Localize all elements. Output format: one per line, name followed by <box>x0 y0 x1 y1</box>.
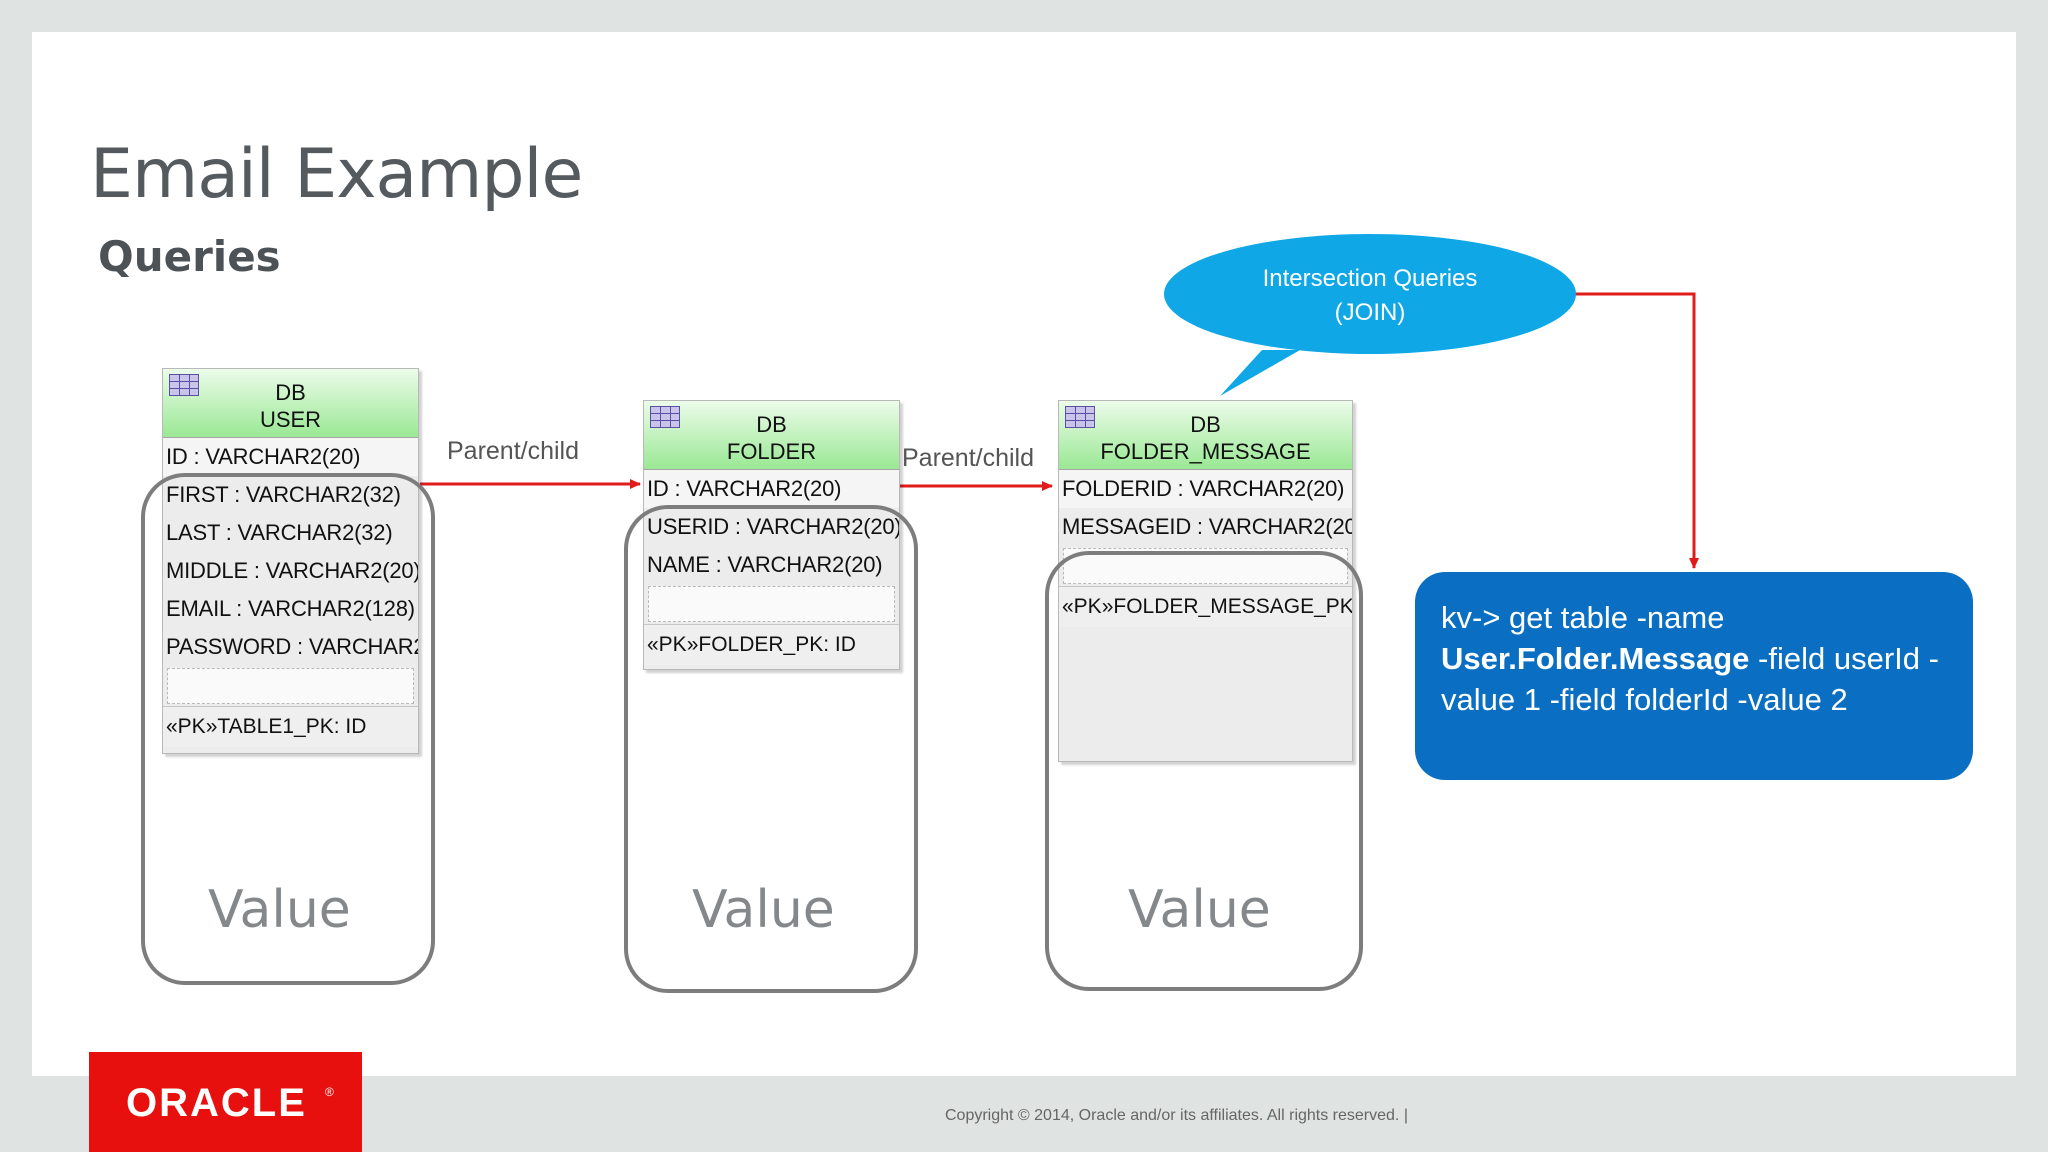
value-outline-folder <box>624 505 918 993</box>
table-user-column: PASSWORD : VARCHAR2 <box>166 634 418 659</box>
value-outline-folder-message <box>1045 551 1363 991</box>
table-user-name: USER <box>259 407 322 432</box>
arrow-callout-to-command <box>1570 292 1699 569</box>
command-prefix: kv-> get table -name <box>1441 600 1725 635</box>
table-user-column: FIRST : VARCHAR2(32) <box>166 482 401 507</box>
value-label-folder-message: Value <box>1128 880 1271 940</box>
table-user-header: DB USER <box>163 369 418 438</box>
intersection-callout-bubble <box>1164 234 1576 396</box>
table-user-pk: «PK»TABLE1_PK: ID <box>163 706 418 747</box>
table-grid-icon <box>169 374 199 396</box>
callout-line-2: (JOIN) <box>1334 299 1406 326</box>
value-outline-user <box>141 473 435 985</box>
callout-line-1: Intersection Queries <box>1262 265 1478 292</box>
table-user-column: EMAIL : VARCHAR2(128) <box>166 596 415 621</box>
table-folder-header: DB FOLDER <box>644 401 899 470</box>
table-folder-message-header: DB FOLDER_MESSAGE <box>1059 401 1352 470</box>
slide-subtitle: Queries <box>98 232 281 281</box>
table-user-schema: DB <box>275 380 306 405</box>
oracle-logo-text: ORACLE <box>126 1081 307 1125</box>
value-label-user: Value <box>208 880 351 940</box>
table-folder-schema: DB <box>756 412 787 437</box>
table-grid-icon <box>650 406 680 428</box>
table-folder-column: NAME : VARCHAR2(20) <box>647 552 883 577</box>
table-folder-message-pk: «PK»FOLDER_MESSAGE_PK <box>1059 586 1352 627</box>
table-folder-message-schema: DB <box>1190 412 1221 437</box>
table-folder-column: USERID : VARCHAR2(20) <box>647 514 899 539</box>
table-grid-icon <box>1065 406 1095 428</box>
table-folder-message-name: FOLDER_MESSAGE <box>1100 439 1311 464</box>
table-folder-message-column: MESSAGEID : VARCHAR2(20) <box>1062 514 1352 539</box>
table-user: DB USER ID : VARCHAR2(20) FIRST : VARCHA… <box>162 368 419 754</box>
copyright-notice: Copyright © 2014, Oracle and/or its affi… <box>945 1107 1408 1124</box>
table-folder-pk: «PK»FOLDER_PK: ID <box>644 624 899 665</box>
table-folder: DB FOLDER ID : VARCHAR2(20) USERID : VAR… <box>643 400 900 670</box>
intersection-callout-text: Intersection Queries (JOIN) <box>1188 262 1552 330</box>
value-label-folder: Value <box>692 880 835 940</box>
table-user-column: MIDDLE : VARCHAR2(20) <box>166 558 418 583</box>
table-folder-spacer <box>648 586 895 622</box>
relation-label-user-folder: Parent/child <box>447 437 580 465</box>
table-folder-name: FOLDER <box>726 439 817 464</box>
command-suffix: -field userId -value 1 -field folderId -… <box>1441 641 1939 717</box>
oracle-logo <box>89 1052 362 1152</box>
table-user-spacer <box>167 668 414 704</box>
oracle-registered-mark: ® <box>325 1085 334 1099</box>
table-folder-message-column: FOLDERID : VARCHAR2(20) <box>1059 470 1352 508</box>
table-user-column: LAST : VARCHAR2(32) <box>166 520 393 545</box>
command-table-name: User.Folder.Message <box>1441 641 1750 676</box>
table-user-column: ID : VARCHAR2(20) <box>163 438 418 476</box>
table-folder-column: ID : VARCHAR2(20) <box>644 470 899 508</box>
relation-label-folder-message: Parent/child <box>902 444 1035 472</box>
slide-title: Email Example <box>90 135 583 214</box>
